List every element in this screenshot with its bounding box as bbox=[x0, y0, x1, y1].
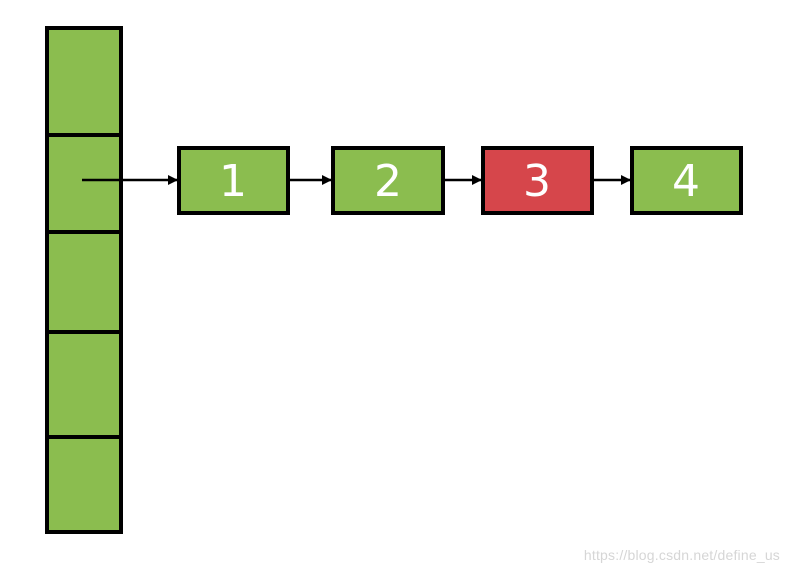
list-node-1: 1 bbox=[177, 146, 290, 215]
node-box-3 bbox=[481, 146, 594, 215]
list-node-2: 2 bbox=[331, 146, 445, 215]
node-label-2: 2 bbox=[374, 156, 402, 207]
node-label-1: 1 bbox=[219, 156, 247, 207]
bucket-3 bbox=[45, 330, 123, 439]
bucket-2 bbox=[45, 230, 123, 334]
bucket-4 bbox=[45, 435, 123, 534]
node-label-4: 4 bbox=[672, 156, 700, 207]
node-box-2 bbox=[331, 146, 445, 215]
bucket-1 bbox=[45, 133, 123, 234]
watermark-text: https://blog.csdn.net/define_us bbox=[583, 547, 780, 563]
linked-list-nodes: 1 2 3 4 bbox=[177, 146, 743, 215]
node-box-4 bbox=[630, 146, 743, 215]
node-box-1 bbox=[177, 146, 290, 215]
list-node-3: 3 bbox=[481, 146, 594, 215]
node-label-3: 3 bbox=[523, 156, 551, 207]
bucket-0 bbox=[45, 26, 123, 137]
list-node-4: 4 bbox=[630, 146, 743, 215]
hash-table-buckets bbox=[45, 26, 123, 534]
